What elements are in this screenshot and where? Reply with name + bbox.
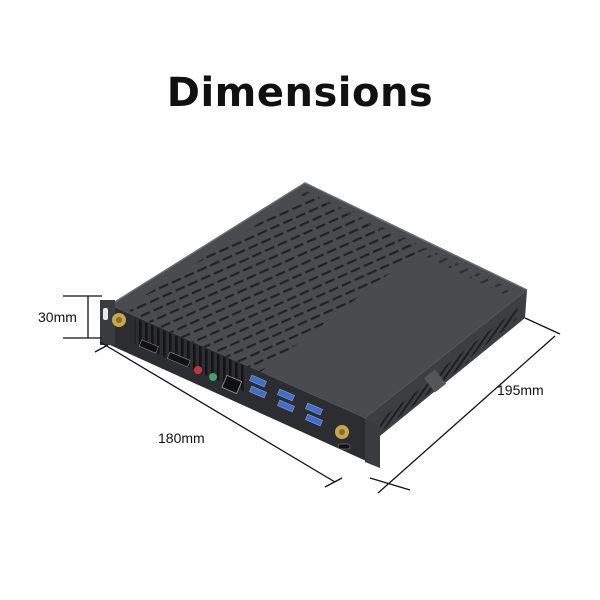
port-usb-c: [337, 443, 351, 450]
page-title: Dimensions: [166, 70, 434, 116]
port-antenna-right: [335, 425, 349, 439]
usb-ports: [249, 374, 323, 427]
port-mic: [194, 366, 202, 374]
chassis-top: [109, 182, 528, 418]
port-antenna-left: [112, 313, 126, 327]
port-hdmi: [166, 351, 191, 368]
port-displayport: [138, 339, 159, 354]
dimension-height-line: [63, 295, 102, 339]
right-bracket: [365, 420, 380, 468]
width-label: 180mm: [158, 430, 205, 446]
chassis-front: [100, 300, 380, 468]
port-ethernet: [221, 374, 243, 395]
depth-label: 195mm: [497, 382, 544, 398]
port-audio: [209, 373, 217, 381]
dimension-depth-line: [369, 317, 561, 494]
chassis-side: [365, 290, 527, 440]
height-label: 30mm: [38, 309, 77, 325]
dimension-width-line: [94, 341, 343, 488]
